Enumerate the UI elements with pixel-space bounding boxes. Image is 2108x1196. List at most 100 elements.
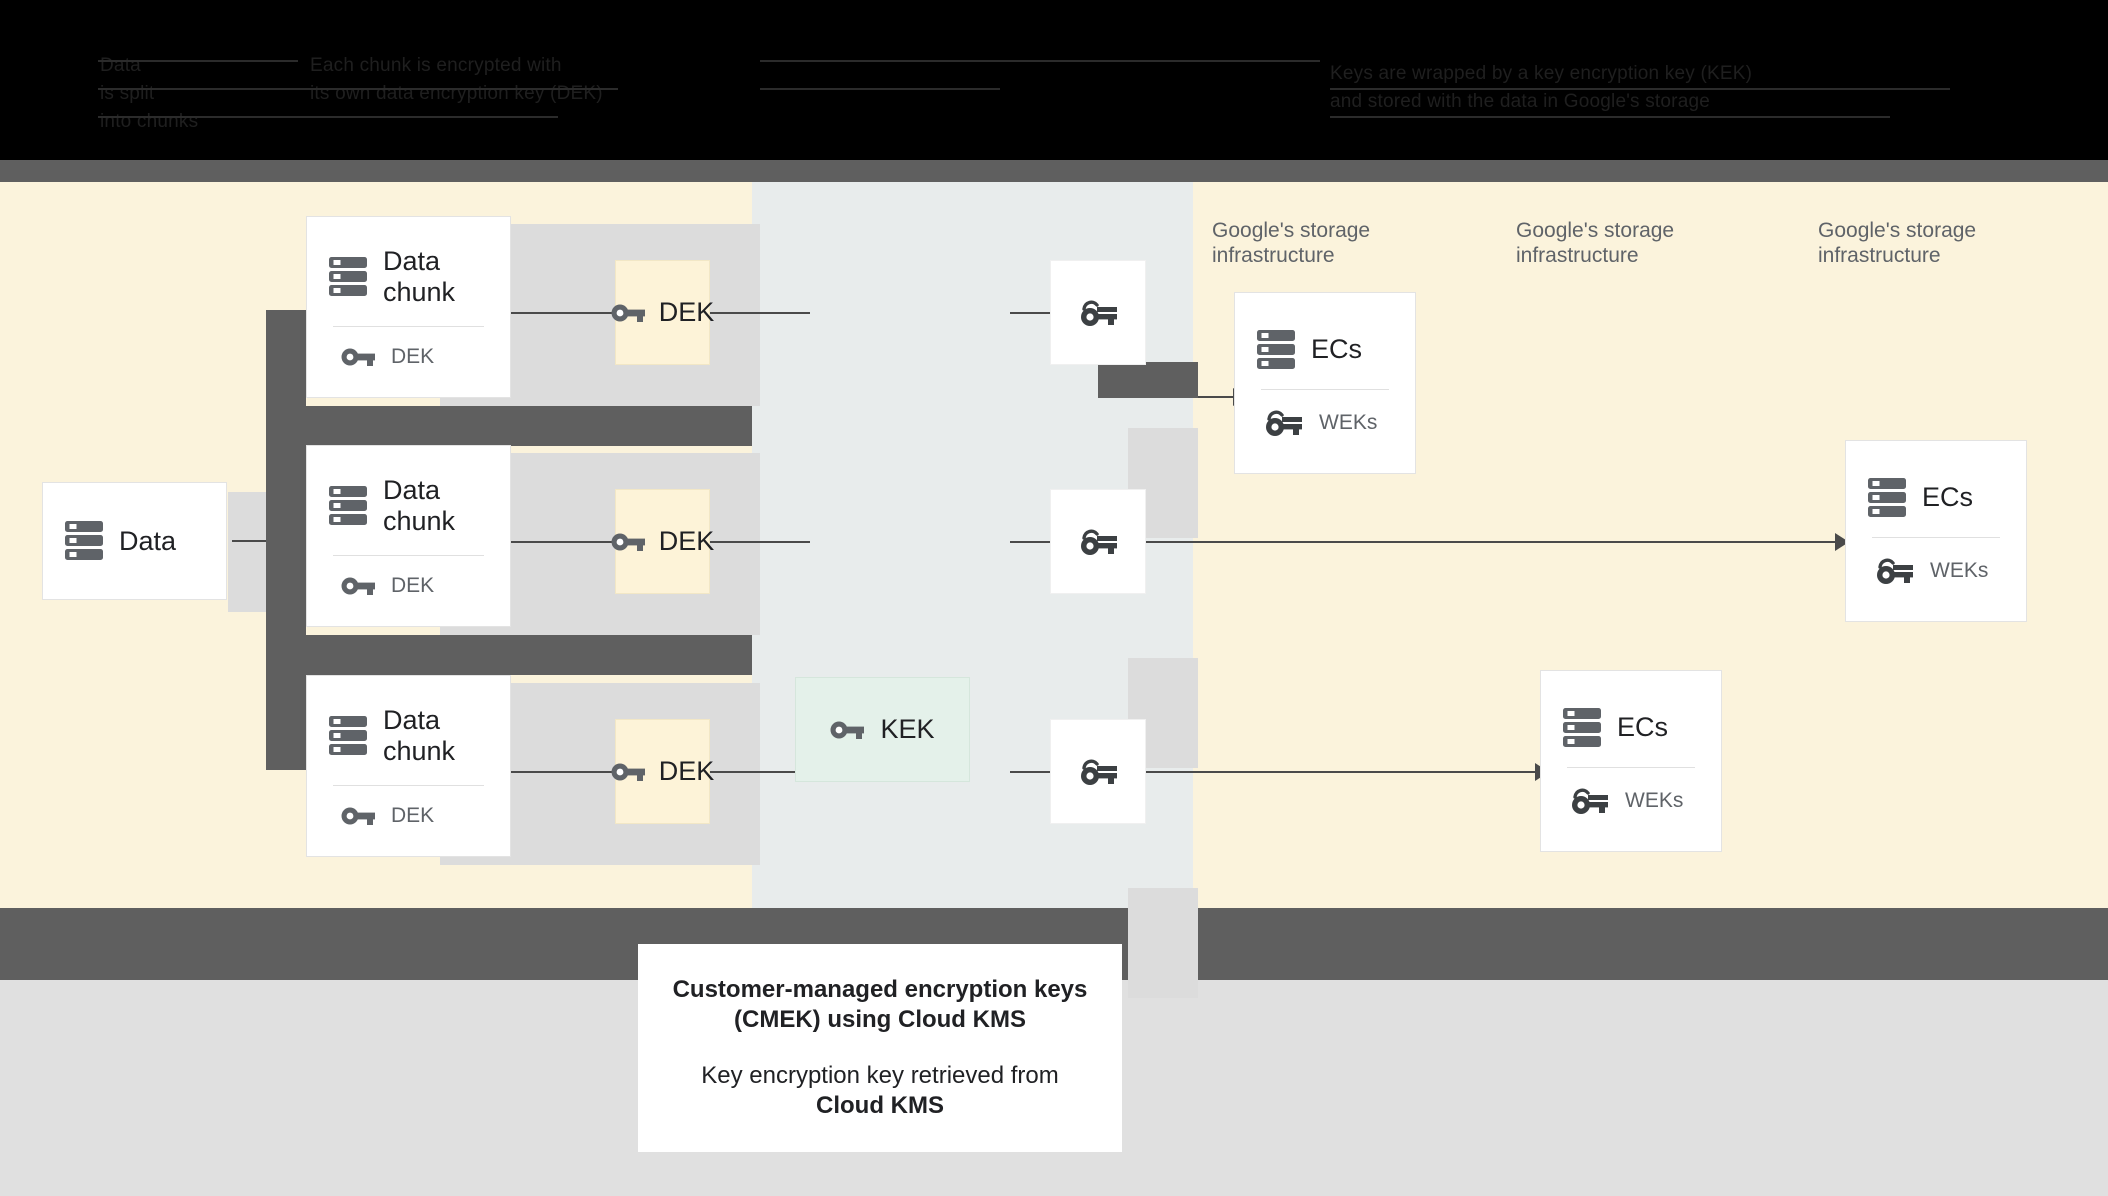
chunk-key-row: DEK	[307, 345, 510, 369]
key-icon	[830, 719, 865, 741]
wrapped-key-icon	[1263, 408, 1303, 438]
key-icon	[611, 531, 645, 553]
ec-title: ECs	[1617, 712, 1669, 742]
card-data-chunk[interactable]: Data chunk DEK	[306, 445, 511, 627]
connector-kek-to-wkey1	[1010, 312, 1050, 314]
chunk-head-row: Data chunk	[307, 246, 510, 308]
card-ec[interactable]: ECs WEKs	[1845, 440, 2027, 622]
ec-title: ECs	[1311, 334, 1363, 364]
kek-label: KEK	[880, 714, 935, 744]
storage-icon	[65, 520, 103, 562]
ec-key-row: WEKs	[1541, 786, 1721, 816]
diagram-canvas: Data Data chunk	[0, 182, 2108, 998]
card-divider	[1567, 766, 1695, 768]
chunk-title: Data chunk	[383, 474, 456, 536]
top-caption-col1: Data is split into chunks	[100, 55, 199, 132]
chunk-head-row: Data chunk	[307, 705, 510, 767]
top-caption-band: Data is split into chunks Each chunk is …	[0, 0, 2108, 160]
connector-chunk3-dek	[500, 771, 615, 773]
card-data-source-row: Data	[43, 520, 226, 562]
connector-dek3-out	[710, 771, 810, 773]
storage-icon	[1563, 707, 1601, 749]
dek-label: DEK	[658, 756, 715, 786]
top-caption-col2: Each chunk is encrypted with its own dat…	[310, 55, 603, 104]
top-caption-col3: Keys are wrapped by a key encryption key…	[1330, 63, 1753, 112]
card-data-source-label: Data	[119, 525, 177, 556]
card-ec[interactable]: ECs WEKs	[1234, 292, 1416, 474]
occlusion-vertical-bar	[266, 310, 306, 770]
key-icon	[341, 575, 375, 597]
wrapped-key-icon	[1078, 757, 1118, 787]
chunk-title: Data chunk	[383, 704, 456, 766]
top-caption-rule	[1330, 88, 1950, 90]
key-icon	[611, 302, 645, 324]
card-divider	[1872, 536, 2000, 538]
wrapped-key-icon	[1078, 527, 1118, 557]
caption-card: Customer-managed encryption keys (CMEK) …	[638, 944, 1122, 1152]
dek-box[interactable]: DEK	[611, 719, 714, 824]
connector-kek-to-wkey2	[1010, 541, 1050, 543]
dek-box[interactable]: DEK	[611, 489, 714, 594]
caption-line-2-bold: Cloud KMS	[816, 1092, 944, 1119]
card-data-chunk[interactable]: Data chunk DEK	[306, 216, 511, 398]
ec-key-label: WEKs	[1319, 410, 1378, 434]
chunk-key-row: DEK	[307, 574, 510, 598]
storage-icon	[329, 256, 367, 298]
storage-infrastructure-label: Google's storage infrastructure	[1212, 219, 1371, 267]
top-caption-rule	[760, 60, 1320, 62]
chunk-head-row: Data chunk	[307, 475, 510, 537]
ec-key-label: WEKs	[1625, 788, 1684, 812]
occlusion-band-2	[266, 635, 752, 675]
top-caption-rule	[98, 116, 558, 118]
ec-head-row: ECs	[1541, 707, 1721, 749]
ec-key-label: WEKs	[1930, 558, 1989, 582]
ec-head-row: ECs	[1235, 329, 1415, 371]
top-caption-rule	[98, 88, 618, 90]
chunk-title: Data chunk	[383, 245, 456, 307]
card-data-source[interactable]: Data	[42, 482, 227, 600]
card-ec[interactable]: ECs WEKs	[1540, 670, 1722, 852]
connector-kek-to-wkey3	[1010, 771, 1050, 773]
ec-head-row: ECs	[1846, 477, 2026, 519]
chunk-key-label: DEK	[391, 803, 435, 827]
connector-chunk2-dek	[500, 541, 615, 543]
storage-icon	[329, 485, 367, 527]
caption-line-2-text: Key encryption key retrieved from	[701, 1062, 1059, 1089]
wrapped-key-box[interactable]	[1050, 719, 1146, 824]
chunk-key-label: DEK	[391, 573, 435, 597]
connector-chunk1-dek	[500, 312, 615, 314]
occlusion-band-3	[1098, 362, 1198, 398]
storage-icon	[1868, 477, 1906, 519]
wrapped-key-icon	[1078, 298, 1118, 328]
card-divider	[333, 554, 484, 556]
chunk-key-label: DEK	[391, 344, 435, 368]
dek-label: DEK	[658, 297, 715, 327]
card-divider	[1261, 388, 1389, 390]
wrapped-key-box[interactable]	[1050, 489, 1146, 594]
dek-label: DEK	[658, 526, 715, 556]
pad-wkey-3	[1128, 888, 1198, 998]
card-data-chunk[interactable]: Data chunk DEK	[306, 675, 511, 857]
caption-line-1: Customer-managed encryption keys (CMEK) …	[672, 976, 1088, 1033]
key-icon	[341, 346, 375, 368]
frame-strip-top	[0, 160, 2108, 182]
occlusion-band-1	[266, 406, 752, 446]
connector-wkey2-to-ec2	[1145, 541, 1835, 543]
wrapped-key-box[interactable]	[1050, 260, 1146, 365]
wrapped-key-icon	[1569, 786, 1609, 816]
connector-dek2-out	[710, 541, 810, 543]
kek-box[interactable]: KEK	[795, 677, 970, 782]
connector-dek1-out	[710, 312, 810, 314]
chunk-key-row: DEK	[307, 804, 510, 828]
key-icon	[611, 761, 645, 783]
storage-infrastructure-label: Google's storage infrastructure	[1516, 219, 1675, 267]
ec-title: ECs	[1922, 482, 1974, 512]
card-divider	[333, 784, 484, 786]
dek-box[interactable]: DEK	[611, 260, 714, 365]
top-caption-rule	[98, 60, 298, 62]
ec-key-row: WEKs	[1846, 556, 2026, 586]
wrapped-key-icon	[1874, 556, 1914, 586]
storage-icon	[1257, 329, 1295, 371]
connector-wkey3-to-ec3	[1145, 771, 1535, 773]
